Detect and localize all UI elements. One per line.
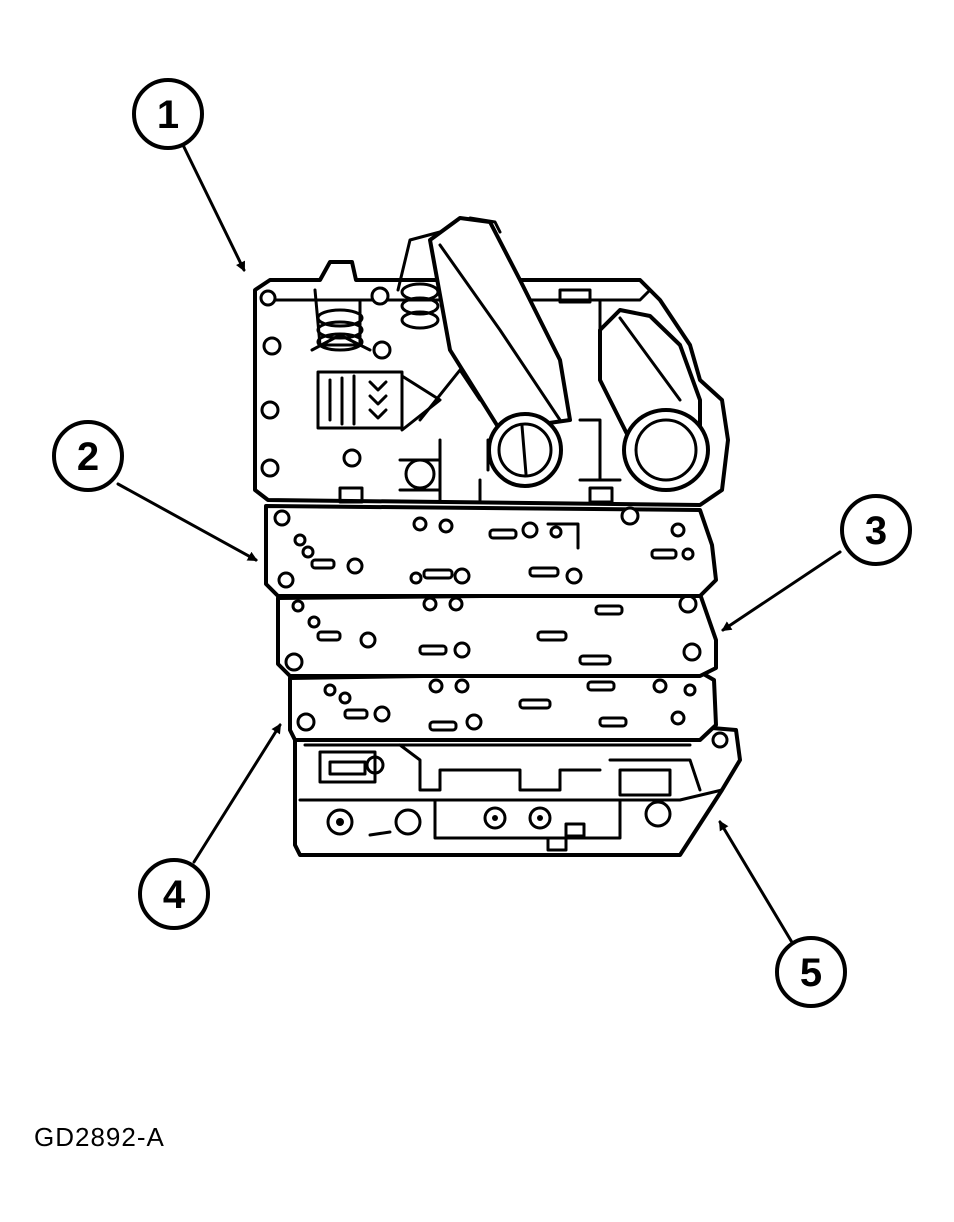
leader-3: [721, 550, 842, 632]
callout-4: 4: [138, 858, 210, 930]
callout-4-label: 4: [163, 873, 186, 917]
callout-2: 2: [52, 420, 124, 492]
callout-5: 5: [775, 936, 847, 1008]
callout-3: 3: [840, 494, 912, 566]
leader-2: [116, 482, 258, 562]
upper-valve-body: [253, 216, 730, 507]
callout-1: 1: [132, 78, 204, 150]
figure-id: GD2892-A: [34, 1122, 165, 1152]
callout-3-label: 3: [865, 509, 887, 553]
lower-gasket: [288, 670, 718, 742]
leader-1: [181, 143, 246, 272]
callout-1-label: 1: [157, 93, 179, 137]
callout-leaders: [116, 143, 842, 946]
callout-5-label: 5: [800, 951, 822, 995]
callout-2-label: 2: [77, 435, 99, 479]
lower-valve-body: [293, 726, 742, 857]
leader-5: [718, 820, 795, 946]
leader-4: [192, 723, 282, 864]
upper-gasket: [264, 504, 718, 598]
separator-plate: [276, 592, 718, 678]
